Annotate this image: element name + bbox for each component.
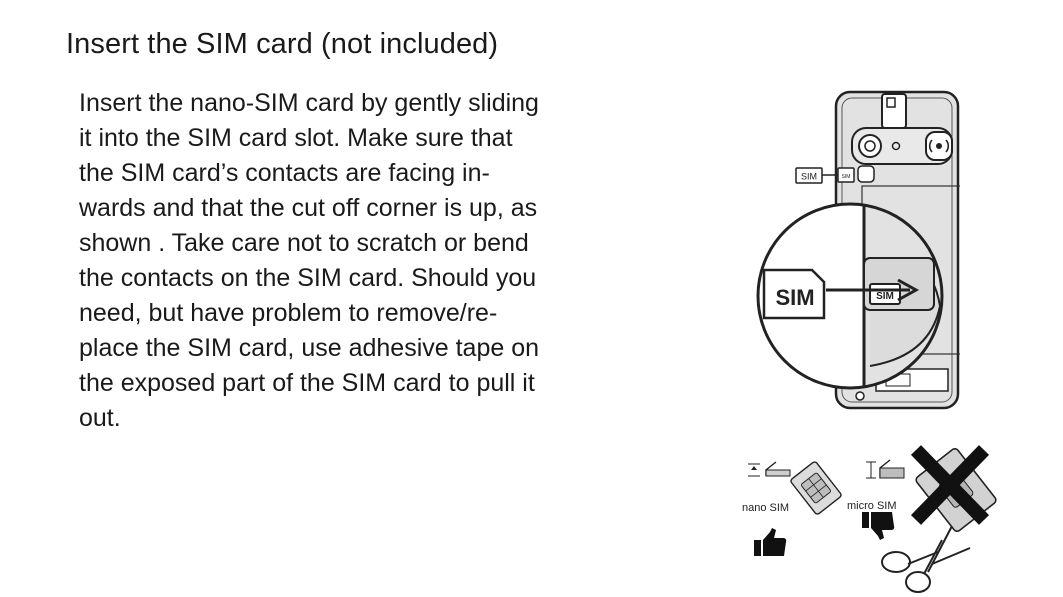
thumbs-up-icon (754, 528, 787, 556)
slot-sim-small-label: SIM (842, 174, 851, 180)
instruction-line: the contacts on the SIM card. Should you (79, 264, 537, 292)
slot-sim-label: SIM (876, 291, 894, 302)
instruction-line: need, but have problem to remove/re- (79, 299, 498, 327)
big-sim-label: SIM (775, 285, 814, 310)
instruction-line: place the SIM card, use adhesive tape on (79, 334, 540, 362)
nano-sim-illustration: nano SIM (742, 461, 842, 556)
page-title: Insert the SIM card (not included) (66, 28, 499, 60)
cross-icon (910, 445, 990, 525)
instruction-line: it into the SIM card slot. Make sure tha… (79, 124, 513, 152)
instruction-line: the SIM card’s contacts are facing in- (79, 159, 490, 187)
instruction-line: the exposed part of the SIM card to pull… (79, 369, 535, 397)
instruction-line: wards and that the cut off corner is up,… (79, 194, 538, 222)
instruction-paragraph: Insert the nano-SIM card by gently slidi… (79, 86, 649, 436)
nano-sim-label: nano SIM (742, 502, 789, 514)
thumbs-down-icon (862, 512, 895, 540)
instruction-line: shown . Take care not to scratch or bend (79, 229, 529, 257)
instruction-line: Insert the nano-SIM card by gently slidi… (79, 89, 539, 117)
small-sim-label: SIM (801, 172, 817, 182)
micro-sim-label: micro SIM (847, 500, 897, 512)
sim-size-comparison: nano SIM micro SIM (742, 445, 997, 593)
micro-sim-illustration: micro SIM (847, 445, 997, 593)
sim-insertion-illustration: SIM SIM SIM SIM (756, 90, 960, 410)
instruction-line: out. (79, 404, 121, 432)
sim-card-shape (762, 268, 826, 320)
scissors-icon (881, 525, 971, 593)
